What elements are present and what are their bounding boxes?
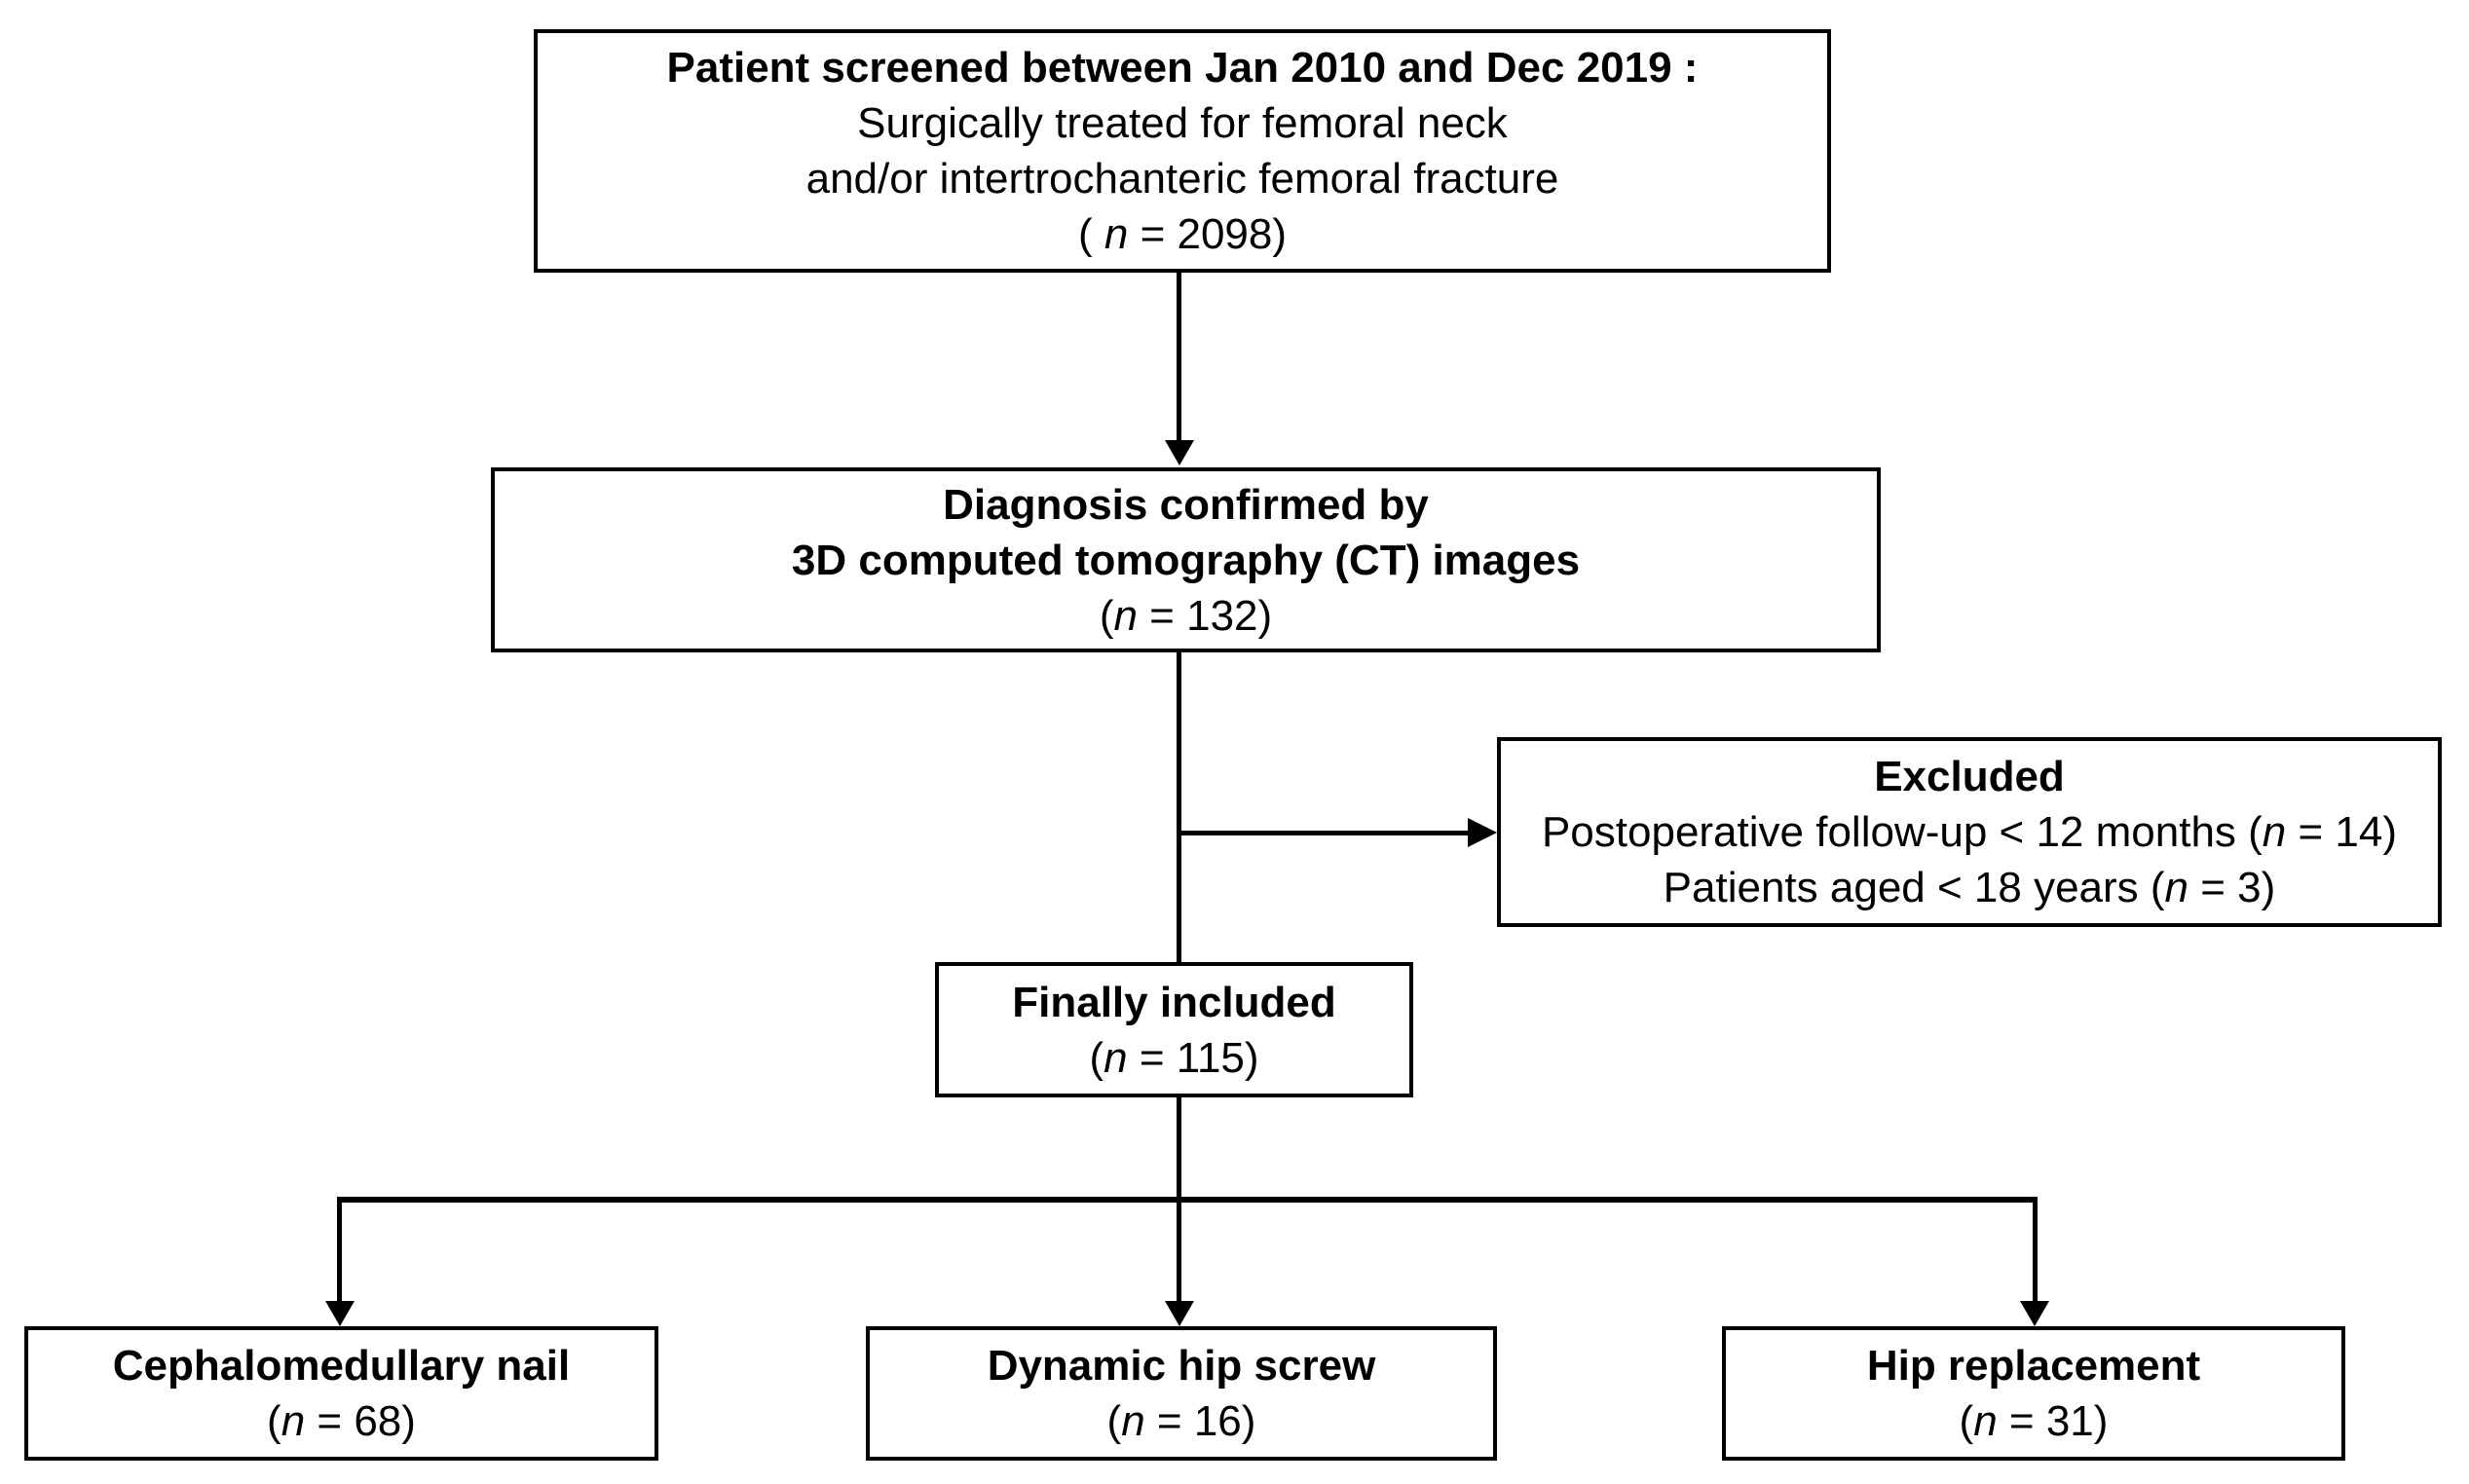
cephalomedullary-count-n: n bbox=[281, 1397, 306, 1445]
excluded-reason1-n: n bbox=[2262, 808, 2287, 856]
dynamic-hip-screw-count-open: ( bbox=[1106, 1397, 1122, 1445]
included-count-n: n bbox=[1104, 1033, 1128, 1082]
dynamic-hip-screw-count-value: = 16) bbox=[1144, 1397, 1256, 1445]
arrowhead-to-cephalomedullary-icon bbox=[325, 1301, 355, 1326]
box-dynamic-hip-screw: Dynamic hip screw (n = 16) bbox=[866, 1326, 1497, 1461]
excluded-title: Excluded bbox=[1874, 753, 2065, 800]
excluded-reason2-value: = 3) bbox=[2188, 864, 2276, 911]
hip-replacement-count-open: ( bbox=[1959, 1397, 1974, 1445]
diagnosis-count: (n = 132) bbox=[1100, 588, 1272, 644]
excluded-reason2: Patients aged < 18 years (n = 3) bbox=[1664, 860, 2276, 915]
included-count-open: ( bbox=[1089, 1033, 1104, 1082]
box-hip-replacement: Hip replacement (n = 31) bbox=[1722, 1326, 2345, 1461]
connector-screened-to-diagnosis bbox=[1177, 273, 1181, 442]
cephalomedullary-count-value: = 68) bbox=[305, 1397, 416, 1445]
hip-replacement-count: (n = 31) bbox=[1960, 1393, 2109, 1449]
included-count-value: = 115) bbox=[1127, 1033, 1259, 1082]
screened-title: Patient screened between Jan 2010 and De… bbox=[666, 44, 1699, 92]
screened-line2: Surgically treated for femoral neck bbox=[857, 99, 1508, 147]
box-excluded: Excluded Postoperative follow-up < 12 mo… bbox=[1497, 737, 2442, 927]
branch-horizontal-line bbox=[337, 1197, 2038, 1203]
excluded-reason2-n: n bbox=[2164, 864, 2189, 911]
screened-count-open: ( bbox=[1077, 210, 1104, 258]
arrowhead-to-dynamic-hip-screw-icon bbox=[1165, 1301, 1194, 1326]
box-cephalomedullary-nail: Cephalomedullary nail (n = 68) bbox=[24, 1326, 658, 1461]
box-diagnosis-confirmed: Diagnosis confirmed by 3D computed tomog… bbox=[491, 467, 1881, 652]
hip-replacement-count-n: n bbox=[1973, 1397, 1998, 1445]
connector-branch-to-hip-replacement bbox=[2033, 1197, 2038, 1301]
dynamic-hip-screw-count: (n = 16) bbox=[1107, 1393, 1256, 1449]
box-finally-included: Finally included (n = 115) bbox=[935, 962, 1413, 1097]
excluded-reason1: Postoperative follow-up < 12 months (n =… bbox=[1542, 804, 2397, 860]
screened-count-n: n bbox=[1104, 210, 1129, 258]
excluded-reason2-text: Patients aged < 18 years ( bbox=[1663, 864, 2165, 911]
cephalomedullary-title: Cephalomedullary nail bbox=[112, 1342, 571, 1390]
diagnosis-count-n: n bbox=[1113, 591, 1138, 640]
screened-count-value: = 2098) bbox=[1128, 210, 1288, 258]
screened-count: ( n = 2098) bbox=[1078, 206, 1287, 262]
arrowhead-to-excluded-icon bbox=[1468, 818, 1497, 847]
included-count: (n = 115) bbox=[1089, 1030, 1258, 1086]
excluded-reason1-text: Postoperative follow-up < 12 months ( bbox=[1541, 808, 2263, 856]
box-patients-screened: Patient screened between Jan 2010 and De… bbox=[534, 29, 1831, 273]
diagnosis-count-value: = 132) bbox=[1137, 591, 1273, 640]
screened-line3: and/or intertrochanteric femoral fractur… bbox=[805, 155, 1559, 203]
connector-diagnosis-to-included bbox=[1177, 652, 1181, 962]
cephalomedullary-count: (n = 68) bbox=[267, 1393, 416, 1449]
dynamic-hip-screw-count-n: n bbox=[1121, 1397, 1145, 1445]
excluded-reason1-value: = 14) bbox=[2286, 808, 2398, 856]
arrowhead-to-hip-replacement-icon bbox=[2020, 1301, 2049, 1326]
hip-replacement-title: Hip replacement bbox=[1866, 1342, 2201, 1390]
diagnosis-count-open: ( bbox=[1099, 591, 1114, 640]
diagnosis-title1: Diagnosis confirmed by bbox=[943, 480, 1429, 529]
arrowhead-to-diagnosis-icon bbox=[1165, 440, 1194, 465]
diagnosis-title2: 3D computed tomography (CT) images bbox=[791, 536, 1581, 584]
included-title: Finally included bbox=[1012, 978, 1336, 1026]
connector-to-excluded bbox=[1177, 831, 1468, 835]
cephalomedullary-count-open: ( bbox=[267, 1397, 281, 1445]
hip-replacement-count-value: = 31) bbox=[1997, 1397, 2109, 1445]
connector-branch-to-cephalomedullary bbox=[337, 1197, 342, 1301]
dynamic-hip-screw-title: Dynamic hip screw bbox=[987, 1342, 1376, 1390]
